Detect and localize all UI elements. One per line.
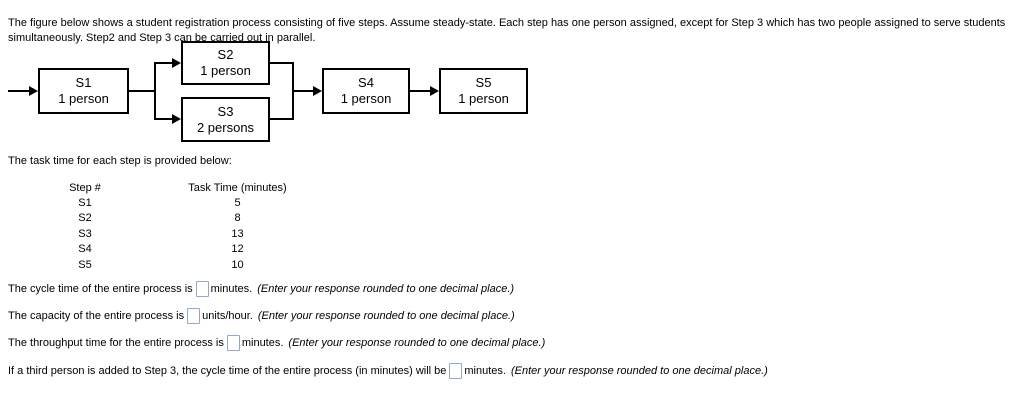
step-box-s5: S5 1 person [439,68,528,114]
flow-line-s3-in [156,118,172,120]
table-cell-step: S3 [78,227,92,240]
table-cell-step: S5 [78,258,92,271]
flow-line-s2-out [270,62,294,64]
task-time-table: Step # Task Time (minutes) S1 5 S2 8 S3 … [20,180,325,272]
flow-merge-line [292,62,294,120]
process-flow-diagram: S1 1 person S2 1 person S3 2 persons S4 … [0,0,1024,160]
step-staff: 1 person [58,91,109,106]
task-time-note: The task time for each step is provided … [8,155,232,167]
question-throughput-time: The throughput time for the entire proce… [8,334,545,352]
table-cell-time: 8 [234,212,241,225]
question-instruction: (Enter your response rounded to one deci… [257,310,515,322]
question-text: The throughput time for the entire proce… [8,337,224,349]
flow-line-start [8,90,29,92]
flow-line-s2-in [156,62,172,64]
flow-split-line [154,62,156,120]
step-name: S1 [75,75,92,90]
right-arrowhead-icon [430,86,439,96]
step-staff: 1 person [458,91,509,106]
step-box-s1: S1 1 person [38,68,129,114]
step-name: S4 [358,75,374,90]
column-header-time: Task Time (minutes) [188,181,287,194]
step-name: S2 [217,47,234,62]
cycle-time-input[interactable] [195,281,209,297]
table-cell-time: 10 [231,258,244,271]
right-arrowhead-icon [29,86,38,96]
question-capacity: The capacity of the entire process is un… [8,307,515,325]
flow-line-s1-out [129,90,156,92]
step-staff: 1 person [340,91,392,106]
right-arrowhead-icon [172,58,181,68]
question-suffix: units/hour. [202,310,253,322]
step-box-s3: S3 2 persons [181,97,270,142]
throughput-time-input[interactable] [226,335,240,351]
flow-line-s4-s5 [410,90,430,92]
step-staff: 2 persons [196,119,255,135]
table-cell-time: 5 [234,197,241,210]
right-arrowhead-icon [172,114,181,124]
flow-line-s3-out [270,118,294,120]
table-cell-time: 12 [231,243,244,256]
question-instruction: (Enter your response rounded to one deci… [510,365,768,377]
step-name: S3 [217,103,234,119]
question-instruction: (Enter your response rounded to one deci… [257,283,515,295]
right-arrowhead-icon [313,86,322,96]
question-instruction: (Enter your response rounded to one deci… [288,337,546,349]
step-name: S5 [475,75,492,90]
question-suffix: minutes. [241,337,284,349]
new-cycle-time-input[interactable] [449,363,463,379]
step-staff: 1 person [200,63,251,78]
question-text: The cycle time of the entire process is [8,283,193,295]
table-cell-step: S4 [78,243,92,256]
table-cell-step: S2 [78,212,92,225]
step-box-s4: S4 1 person [322,68,410,114]
problem-statement: The figure below shows a student registr… [8,17,1006,44]
question-text: If a third person is added to Step 3, th… [8,365,447,377]
question-text: The capacity of the entire process is [8,310,185,322]
flow-line-s4-in [294,90,313,92]
question-cycle-time: The cycle time of the entire process is … [8,280,514,298]
question-cycle-time-third-person: If a third person is added to Step 3, th… [8,362,768,380]
question-suffix: minutes. [210,283,253,295]
column-header-step: Step # [69,181,101,194]
step-box-s2: S2 1 person [181,41,270,85]
table-cell-step: S1 [78,197,92,210]
capacity-input[interactable] [187,308,201,324]
question-suffix: minutes. [464,365,506,377]
table-cell-time: 13 [231,227,244,240]
